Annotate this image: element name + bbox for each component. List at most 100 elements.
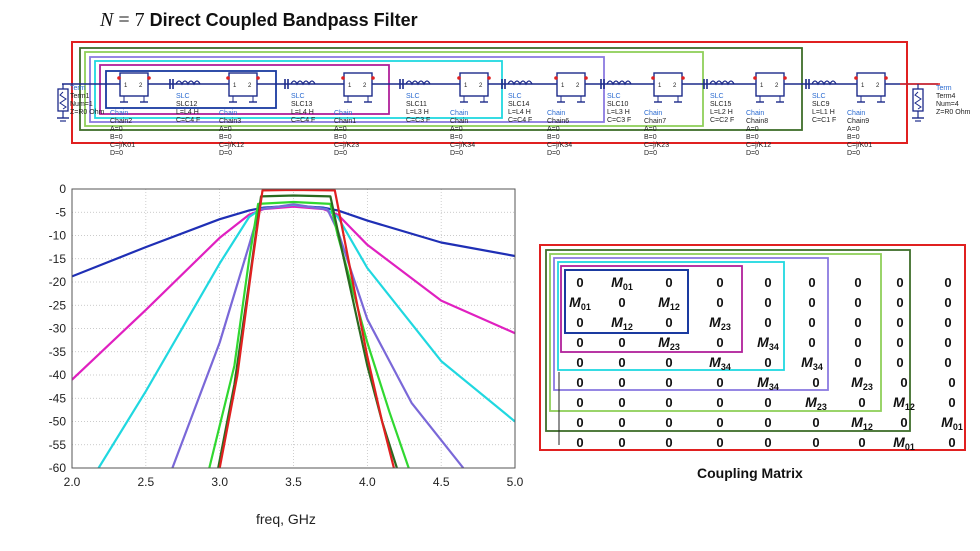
slc-label: SLC11 — [406, 101, 427, 108]
matrix-cell: 0 — [665, 355, 672, 370]
port-number: 1 — [861, 83, 865, 89]
slc-inductance: L=L3 H — [406, 109, 429, 116]
chain-d: D=0 — [450, 150, 463, 157]
port-number: 2 — [248, 83, 252, 89]
matrix-cell: 0 — [576, 315, 583, 330]
frame-lightgreen — [549, 253, 882, 412]
matrix-symbol: M — [893, 394, 905, 410]
x-axis-label: freq, GHz — [256, 511, 316, 527]
series-line-4 — [171, 203, 465, 468]
slc-capacitance: C=C3 F — [607, 117, 631, 124]
matrix-cell: M23 — [709, 314, 731, 332]
matrix-cell: 0 — [716, 435, 723, 450]
chain-label: Chain9 — [847, 118, 869, 125]
y-tick-label: 0 — [59, 182, 66, 196]
chain-b: B=0 — [450, 134, 463, 141]
matrix-cell: 0 — [948, 395, 955, 410]
matrix-symbol: M — [851, 374, 863, 390]
chain-b: B=0 — [547, 134, 560, 141]
series-line-5 — [208, 200, 410, 468]
chain-d: D=0 — [334, 150, 347, 157]
matrix-cell: 0 — [716, 395, 723, 410]
chain-type: Chain — [334, 110, 352, 117]
chain-symbol — [556, 72, 586, 97]
matrix-cell: 0 — [618, 435, 625, 450]
x-tick-label: 5.0 — [507, 475, 524, 489]
slc-label: SLC14 — [508, 101, 530, 108]
matrix-cell: M34 — [757, 334, 779, 352]
slc-type: SLC — [508, 93, 522, 100]
matrix-symbol: M — [658, 334, 670, 350]
chain-label: Chain1 — [334, 118, 356, 125]
terminal-label: Term1 — [70, 93, 90, 100]
slc-type: SLC — [406, 93, 420, 100]
matrix-subscript: 34 — [769, 342, 779, 352]
matrix-cell: M01 — [941, 414, 963, 432]
matrix-cell: 0 — [576, 375, 583, 390]
y-tick-label: -45 — [49, 391, 67, 405]
port-marker — [371, 76, 375, 80]
y-tick-label: -40 — [49, 368, 67, 382]
matrix-subscript: 01 — [905, 442, 915, 452]
port-number: 2 — [576, 83, 580, 89]
matrix-symbol: M — [851, 414, 863, 430]
chain-b: B=0 — [334, 134, 347, 141]
frame-cyan — [94, 60, 503, 119]
chain-a: A=0 — [547, 126, 560, 133]
matrix-cell: 0 — [618, 355, 625, 370]
matrix-cell: 0 — [896, 275, 903, 290]
matrix-cell: 0 — [812, 375, 819, 390]
matrix-cell: 0 — [716, 295, 723, 310]
matrix-cell: 0 — [716, 415, 723, 430]
matrix-symbol: M — [569, 294, 581, 310]
matrix-cell: M23 — [851, 374, 873, 392]
port-number: 1 — [348, 83, 352, 89]
matrix-cell: M01 — [611, 274, 633, 292]
matrix-subscript: 12 — [670, 302, 680, 312]
port-marker — [783, 76, 787, 80]
matrix-cell: 0 — [764, 355, 771, 370]
matrix-cell: 0 — [812, 415, 819, 430]
chain-c: C=j/K12 — [219, 142, 244, 149]
inductor-symbol — [709, 80, 735, 86]
matrix-symbol: M — [611, 314, 623, 330]
chain-type: Chain — [219, 110, 237, 117]
matrix-cell: 0 — [618, 335, 625, 350]
matrix-cell: 0 — [576, 275, 583, 290]
matrix-cell: 0 — [808, 295, 815, 310]
port-marker — [681, 76, 685, 80]
series-line-7 — [218, 188, 395, 468]
matrix-subscript: 12 — [623, 322, 633, 332]
resistor-zigzag — [59, 91, 67, 110]
x-tick-label: 4.0 — [359, 475, 376, 489]
matrix-subscript: 23 — [863, 382, 873, 392]
frame-blue — [105, 70, 277, 109]
chain-symbol — [653, 72, 683, 97]
chain-c: C=j/K01 — [847, 142, 872, 149]
terminal-type: Term — [70, 85, 86, 92]
chain-symbol — [755, 72, 785, 97]
matrix-cell: 0 — [618, 295, 625, 310]
matrix-cell: 0 — [764, 295, 771, 310]
matrix-symbol: M — [801, 354, 813, 370]
matrix-cell: M34 — [801, 354, 823, 372]
slc-inductance: L=L4 H — [176, 109, 199, 116]
matrix-cell: M12 — [851, 414, 873, 432]
matrix-cell: 0 — [764, 395, 771, 410]
port-number: 2 — [479, 83, 483, 89]
matrix-symbol: M — [709, 354, 721, 370]
slc-type: SLC — [291, 93, 305, 100]
matrix-cell: 0 — [665, 415, 672, 430]
port-marker — [554, 76, 558, 80]
matrix-cell: 0 — [812, 435, 819, 450]
chain-d: D=0 — [110, 150, 123, 157]
chain-a: A=0 — [219, 126, 232, 133]
matrix-cell: 0 — [944, 295, 951, 310]
slc-capacitance: C=C4 F — [508, 117, 532, 124]
